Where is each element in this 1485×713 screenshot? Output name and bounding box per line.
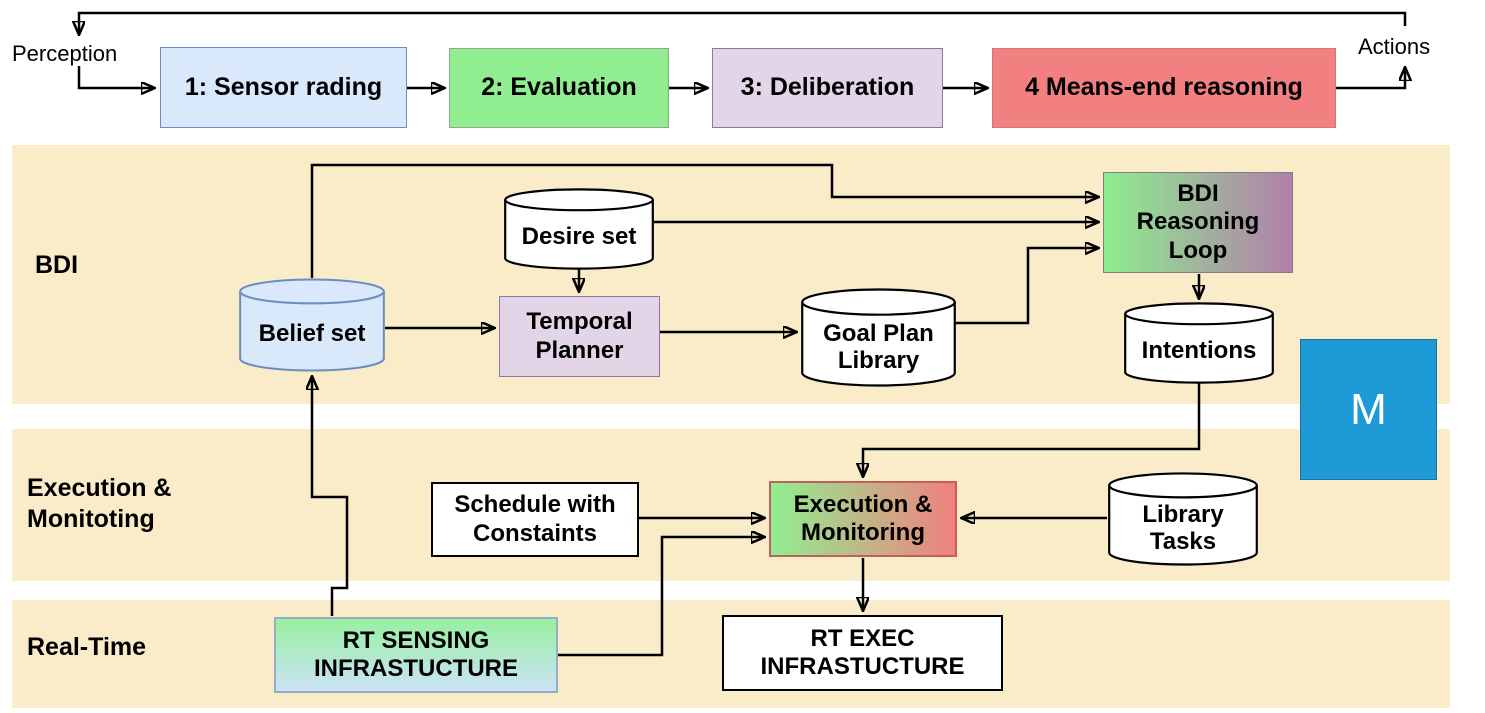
library-tasks-label: Library Tasks: [1142, 500, 1224, 556]
cylinder-shape: [239, 279, 385, 371]
temporal-planner-box: Temporal Planner: [499, 296, 660, 377]
step-means-end-reasoning-box: 4 Means-end reasoning: [992, 48, 1336, 128]
cylinder-shape: [1124, 303, 1274, 383]
arrow-perception-to-sensor: [77, 66, 154, 88]
execution-monitoring-box: Execution & Monitoring: [769, 481, 957, 557]
cylinder-shape: [801, 289, 956, 386]
rt-exec-infrastructure-box: RT EXEC INFRASTUCTURE: [722, 615, 1003, 691]
step-sensor-reading-box: 1: Sensor rading: [160, 47, 407, 128]
belief-set-label: Belief set: [258, 320, 366, 348]
goal-plan-library-label: Goal Plan Library: [823, 319, 934, 375]
schedule-with-constraints-box: Schedule with Constaints: [431, 482, 639, 557]
arrow-rtsensing-to-belief: [312, 377, 349, 616]
intentions-label: Intentions: [1141, 337, 1257, 365]
bdi-reasoning-loop-box: BDI Reasoning Loop: [1103, 172, 1293, 273]
belief-set-cylinder: Belief set: [239, 279, 385, 371]
intentions-cylinder: Intentions: [1124, 303, 1274, 383]
arrow-intentions-to-execmon: [863, 382, 1201, 476]
execution-monitoring-band-label: Execution & Monitoting: [27, 474, 172, 533]
library-tasks-cylinder: Library Tasks: [1108, 473, 1258, 565]
real-time-band-label: Real-Time: [27, 633, 147, 661]
cylinder-shape: [1108, 473, 1258, 565]
goal-plan-library-cylinder: Goal Plan Library: [801, 289, 956, 386]
desire-set-label: Desire set: [521, 223, 637, 251]
arrow-belief-to-loop: [310, 163, 1098, 278]
perception-label: Perception: [12, 41, 118, 66]
bdi-band-label: BDI: [35, 251, 79, 279]
step-deliberation-box: 3: Deliberation: [712, 48, 943, 128]
arrow-goalplan-to-loop: [955, 248, 1098, 325]
m-block: M: [1300, 339, 1437, 480]
desire-set-cylinder: Desire set: [504, 189, 654, 269]
actions-label: Actions: [1358, 34, 1431, 59]
arrow-rtsensing-to-execmon: [558, 537, 764, 657]
step-evaluation-box: 2: Evaluation: [449, 48, 669, 128]
cylinder-shape: [504, 189, 654, 269]
rt-sensing-infrastructure-box: RT SENSING INFRASTUCTURE: [274, 617, 558, 693]
arrow-meansend-to-actions: [1336, 68, 1405, 90]
arrow-feedback-to-perception: [79, 11, 1407, 34]
